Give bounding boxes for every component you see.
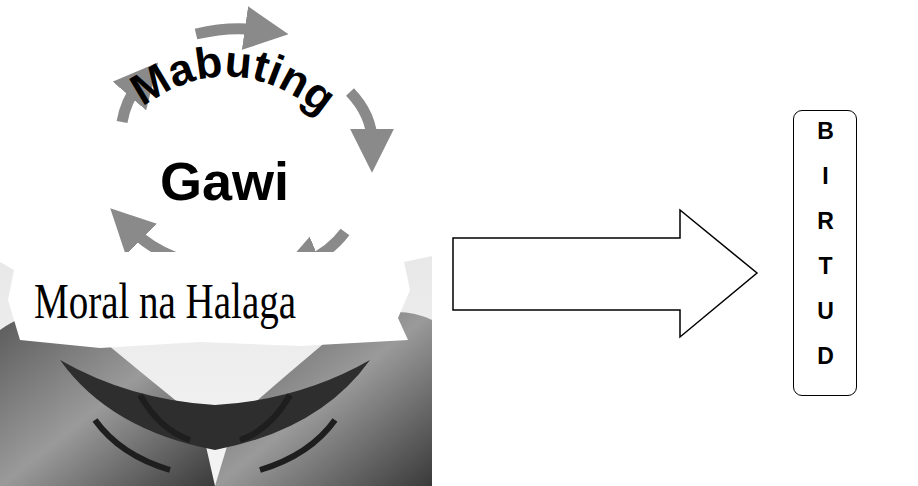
cycle-arrows bbox=[122, 29, 372, 262]
curved-label: Mabuting bbox=[122, 36, 346, 123]
center-label: Gawi bbox=[160, 150, 289, 212]
block-arrow bbox=[453, 210, 757, 337]
word-box: BIRTUD bbox=[793, 110, 857, 396]
hands-photo bbox=[0, 252, 432, 486]
paper-label: Moral na Halaga bbox=[34, 272, 296, 330]
vertical-word: BIRTUD bbox=[814, 118, 837, 388]
